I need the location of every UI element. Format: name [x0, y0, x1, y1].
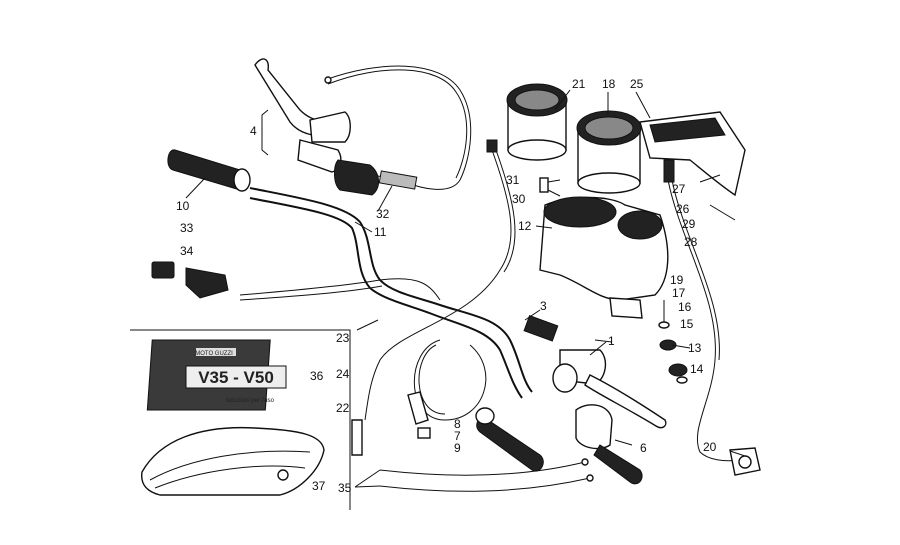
- callout-23: 23: [336, 331, 350, 345]
- warning-light-cover: [639, 111, 746, 197]
- speedometer: [506, 83, 568, 161]
- callout-1: 1: [608, 334, 615, 348]
- handlebar: [249, 187, 533, 399]
- callout-31: 31: [506, 173, 520, 187]
- manual-models: V35 - V50: [198, 368, 274, 387]
- right-grip: [475, 407, 544, 472]
- callout-32: 32: [376, 207, 390, 221]
- front-brake-lever-assembly: [523, 315, 667, 429]
- throttle-cables: [379, 458, 594, 492]
- callout-29: 29: [682, 217, 696, 231]
- small-fittings: [351, 391, 431, 456]
- left-grip: [167, 149, 251, 192]
- callout-37: 37: [312, 479, 326, 493]
- tool-pouch: [141, 426, 325, 496]
- clutch-cable: [324, 65, 472, 190]
- callout-36: 36: [310, 369, 324, 383]
- manual-brand: MOTO GUZZI: [195, 351, 233, 357]
- tachometer: [576, 110, 642, 194]
- tachometer-cable: [364, 139, 516, 421]
- instrument-mounting-bracket: [539, 196, 669, 319]
- callout-9: 9: [454, 441, 461, 455]
- callout-15: 15: [680, 317, 694, 331]
- callout-21: 21: [572, 77, 586, 91]
- callout-20: 20: [703, 440, 717, 454]
- callout-labels: 1 3 4 6 7 8 9 10 11 12 13 14 15 16 17 18…: [176, 77, 717, 495]
- callout-28: 28: [684, 235, 698, 249]
- manual-caption: istruzioni per l'uso: [226, 398, 274, 404]
- callout-24: 24: [336, 367, 350, 381]
- callout-18: 18: [602, 77, 616, 91]
- throttle-assembly: [575, 404, 643, 485]
- callout-14: 14: [690, 362, 704, 376]
- callout-35: 35: [338, 481, 352, 495]
- accessory-inset: [130, 329, 351, 510]
- callout-25: 25: [630, 77, 644, 91]
- leader-lines: [185, 89, 746, 488]
- instrument-connectors: [539, 174, 736, 221]
- owners-manual: MOTO GUZZI V35 - V50 istruzioni per l'us…: [146, 339, 287, 411]
- callout-30: 30: [512, 192, 526, 206]
- callout-17: 17: [672, 286, 686, 300]
- rubber-mounts: [658, 300, 688, 384]
- callout-19: 19: [670, 273, 684, 287]
- switch-blocks: [151, 261, 229, 299]
- callout-10: 10: [176, 199, 190, 213]
- callout-22: 22: [336, 401, 350, 415]
- callout-4: 4: [250, 124, 257, 138]
- callout-34: 34: [180, 244, 194, 258]
- callout-27: 27: [672, 182, 686, 196]
- callout-26: 26: [676, 202, 690, 216]
- callout-8: 8: [454, 417, 461, 431]
- callout-6: 6: [640, 441, 647, 455]
- speedometer-drive-cable: [663, 159, 761, 476]
- callout-16: 16: [678, 300, 692, 314]
- throttle-cable-loop: [413, 339, 487, 421]
- callout-3: 3: [540, 299, 547, 313]
- callout-7: 7: [454, 429, 461, 443]
- callout-33: 33: [180, 221, 194, 235]
- callout-11: 11: [374, 225, 387, 239]
- callout-12: 12: [518, 219, 532, 233]
- wiring-harness: [239, 278, 441, 301]
- callout-13: 13: [688, 341, 702, 355]
